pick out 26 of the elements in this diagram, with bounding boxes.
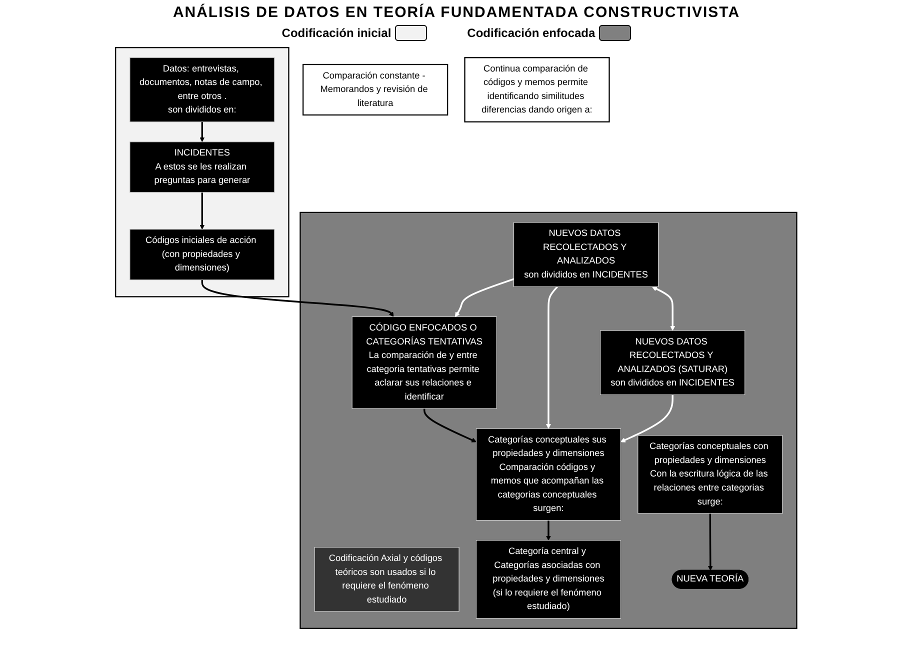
diagram-title: ANÁLISIS DE DATOS EN TEORÍA FUNDAMENTADA CONSTRUCTIVISTA <box>172 4 740 21</box>
node-box: Códigos iniciales de acción (con propiedades y dimensiones) <box>130 229 276 280</box>
node-box: Continua comparación de códigos y memos permite identificando similitudes diferencias dando origen a: <box>464 57 610 122</box>
node-box: INCIDENTES A estos se les realizan preguntas para generar <box>130 142 276 193</box>
node-box: Categoría central y Categorías asociadas con propiedades y dimensiones (si lo requiere el fenómeno estudiado) <box>476 540 622 619</box>
arrow <box>200 122 206 142</box>
arrow <box>620 394 674 442</box>
node-box: Categorías conceptuales sus propiedades y dimensiones Comparación códigos y memos que acompañan las categorias conceptuales surgen: <box>476 428 622 521</box>
arrow <box>200 192 206 230</box>
node-box: NUEVOS DATOS RECOLECTADOS Y ANALIZADOS son divididos en INCIDENTES <box>514 222 659 287</box>
arrow <box>708 513 714 571</box>
arrow <box>455 278 514 317</box>
node-box: Codificación Axial y códigos teóricos son usados si lo requiere el fenómeno estudiado <box>314 546 460 612</box>
node-box: Datos: entrevistas, documentos, notas de campo, entre otros . son divididos en: <box>130 57 276 122</box>
cluster <box>115 47 290 298</box>
cluster <box>300 212 798 629</box>
legend-label: Codificación inicial <box>282 26 392 40</box>
node-box: Comparación constante - Memorandos y revisión de literatura <box>302 64 448 116</box>
node-box: CÓDIGO ENFOCADOS O CATEGORÍAS TENTATIVAS La comparación de y entre categoria tentativas permite aclarar sus relaciones e identificar <box>352 316 498 409</box>
arrow <box>546 286 558 429</box>
node-box: NUEVOS DATOS RECOLECTADOS Y ANALIZADOS (SATURAR) son divididos en INCIDENTES <box>600 330 746 396</box>
legend-label: Codificación enfocada <box>467 26 596 40</box>
node-box: Categorías conceptuales con propiedades y dimensiones Con la escritura lógica de las relaciones entre categorias surge: <box>638 435 784 514</box>
arrow <box>546 520 552 541</box>
arrow <box>424 408 477 442</box>
arrow <box>652 286 676 331</box>
